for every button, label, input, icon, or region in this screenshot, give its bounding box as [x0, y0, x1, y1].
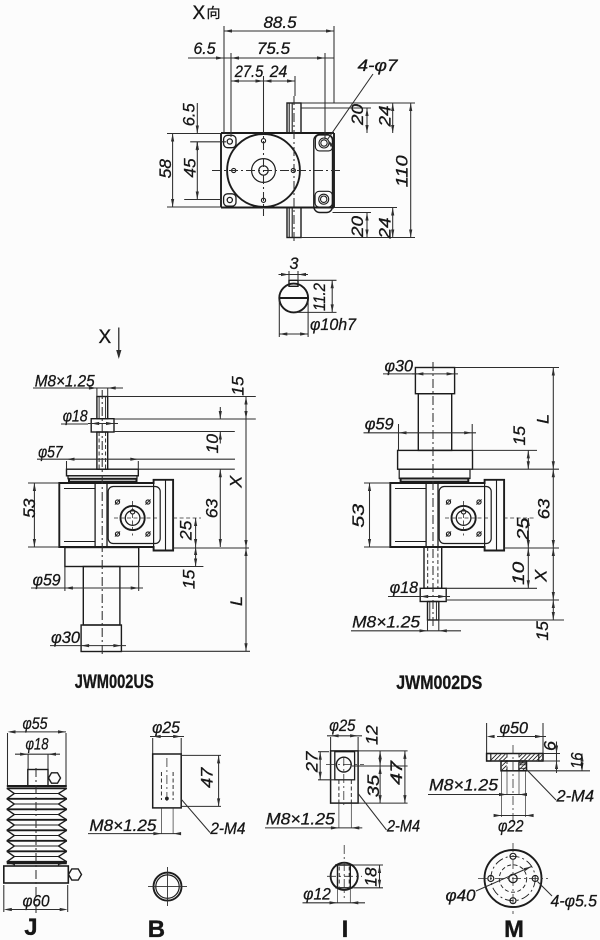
svg-text:M8×1.25: M8×1.25	[266, 810, 335, 829]
svg-text:4-φ7: 4-φ7	[358, 56, 399, 75]
svg-text:L: L	[534, 414, 553, 424]
svg-text:27.5: 27.5	[234, 62, 264, 81]
svg-text:M8×1.25: M8×1.25	[352, 613, 421, 632]
svg-text:B: B	[148, 916, 165, 940]
svg-text:M8×1.25: M8×1.25	[89, 816, 157, 835]
svg-text:M8×1.25: M8×1.25	[35, 372, 95, 391]
svg-text:φ25: φ25	[152, 718, 180, 737]
svg-text:24: 24	[269, 62, 287, 81]
svg-text:X: X	[99, 327, 112, 348]
svg-text:110: 110	[392, 155, 411, 188]
svg-text:24: 24	[376, 106, 395, 128]
svg-text:16: 16	[568, 752, 587, 769]
svg-text:58: 58	[156, 158, 175, 178]
svg-text:63: 63	[535, 498, 554, 519]
svg-text:11.2: 11.2	[310, 283, 329, 311]
svg-text:φ30: φ30	[51, 628, 81, 647]
svg-text:φ25: φ25	[329, 716, 356, 735]
svg-text:10: 10	[203, 433, 222, 453]
svg-text:X: X	[531, 569, 550, 583]
svg-text:63: 63	[202, 498, 221, 518]
svg-text:L: L	[227, 596, 246, 606]
svg-text:4-φ5.5: 4-φ5.5	[551, 892, 598, 911]
svg-text:35: 35	[364, 774, 383, 797]
svg-text:φ50: φ50	[500, 719, 529, 738]
svg-text:3: 3	[290, 254, 300, 273]
svg-text:X: X	[226, 475, 245, 489]
svg-text:M8×1.25: M8×1.25	[429, 776, 499, 795]
svg-text:15: 15	[229, 376, 248, 396]
svg-text:45: 45	[181, 158, 200, 178]
svg-text:6.5: 6.5	[194, 39, 216, 58]
svg-text:47: 47	[387, 760, 406, 784]
svg-text:φ22: φ22	[498, 817, 524, 836]
svg-text:M: M	[504, 916, 524, 940]
svg-text:φ59: φ59	[33, 571, 62, 590]
svg-text:I: I	[342, 916, 349, 940]
svg-text:φ10h7: φ10h7	[310, 315, 356, 334]
svg-text:12: 12	[362, 724, 381, 745]
svg-text:φ57: φ57	[38, 443, 63, 462]
svg-text:25: 25	[177, 520, 196, 541]
svg-text:J: J	[24, 914, 37, 940]
svg-text:向: 向	[207, 5, 221, 21]
svg-text:6: 6	[540, 740, 559, 751]
svg-text:15: 15	[180, 569, 199, 589]
svg-text:20: 20	[348, 103, 367, 126]
svg-text:53: 53	[20, 498, 39, 518]
svg-text:15: 15	[533, 621, 552, 641]
svg-text:φ12: φ12	[303, 885, 331, 904]
svg-text:27: 27	[303, 751, 322, 773]
svg-text:53: 53	[349, 503, 368, 527]
svg-text:2-M4: 2-M4	[209, 819, 245, 838]
svg-text:47: 47	[197, 767, 216, 788]
svg-text:φ30: φ30	[385, 357, 414, 376]
svg-text:25: 25	[514, 517, 533, 541]
svg-text:75.5: 75.5	[257, 39, 291, 58]
svg-text:10: 10	[509, 561, 528, 585]
svg-text:2-M4: 2-M4	[556, 787, 594, 806]
svg-text:φ18: φ18	[390, 578, 419, 597]
svg-text:JWM002DS: JWM002DS	[396, 673, 482, 694]
svg-text:88.5: 88.5	[264, 13, 298, 32]
svg-text:6.5: 6.5	[180, 103, 199, 127]
svg-text:2-M4: 2-M4	[386, 817, 420, 836]
svg-text:X: X	[193, 3, 206, 24]
svg-text:24: 24	[376, 218, 395, 240]
svg-text:φ40: φ40	[446, 886, 477, 905]
svg-text:φ55: φ55	[23, 714, 48, 733]
svg-text:φ18: φ18	[63, 407, 88, 426]
svg-text:18: 18	[361, 867, 380, 887]
svg-text:JWM002US: JWM002US	[75, 672, 154, 693]
svg-text:φ18: φ18	[26, 735, 49, 754]
svg-text:15: 15	[510, 425, 529, 445]
svg-text:20: 20	[348, 215, 367, 238]
svg-text:φ59: φ59	[365, 415, 395, 434]
